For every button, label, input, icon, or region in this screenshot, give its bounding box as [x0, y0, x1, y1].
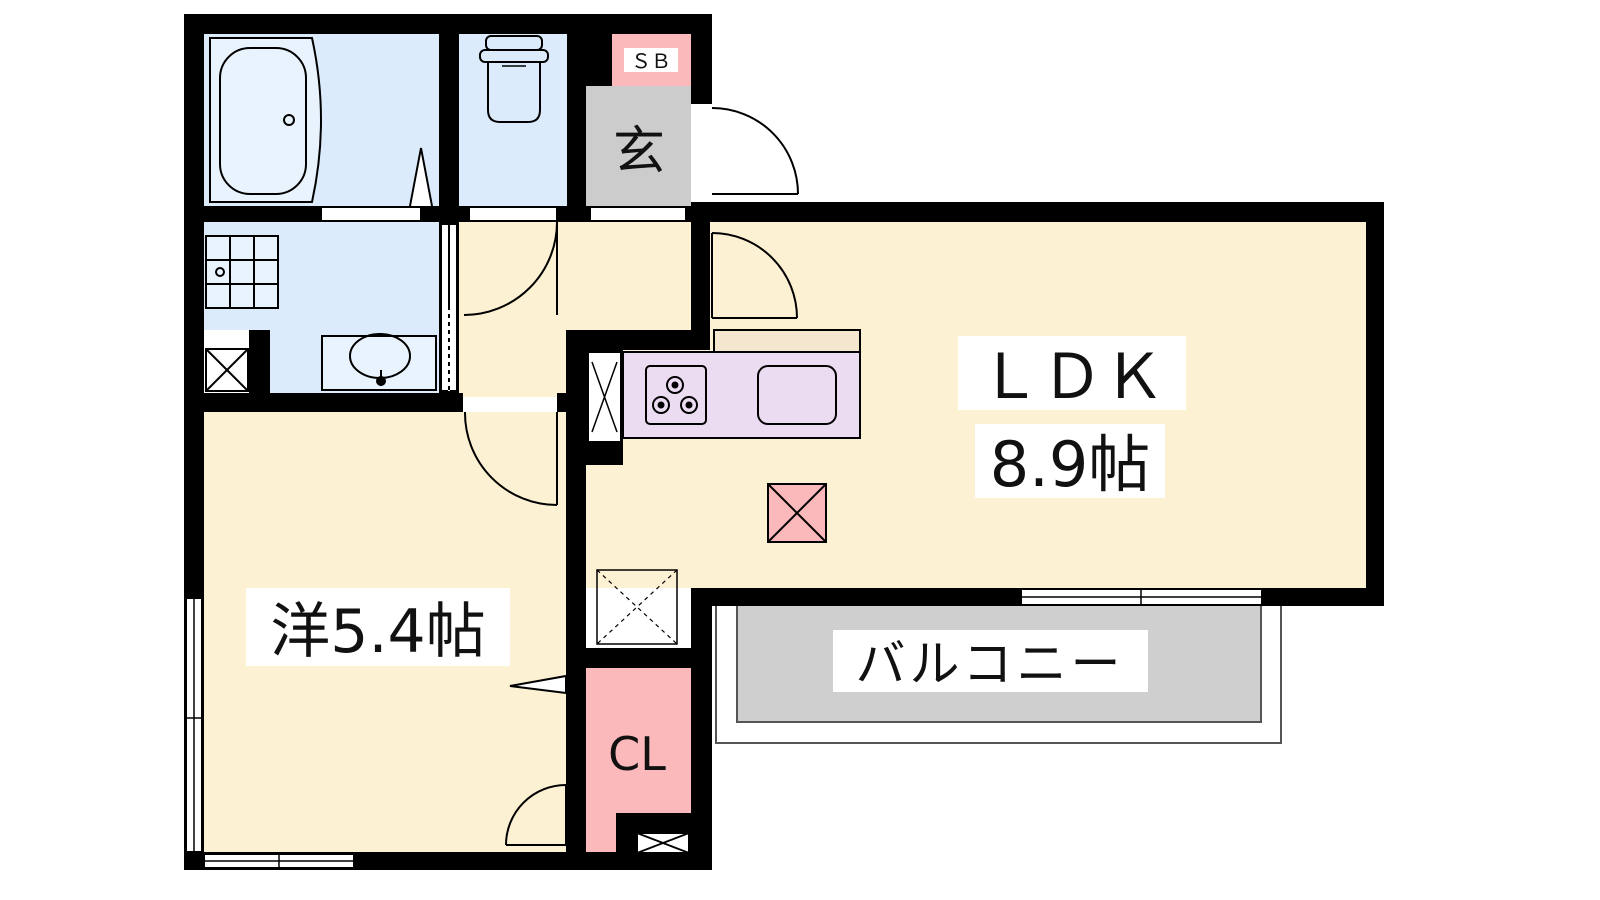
windows [185, 206, 1263, 869]
wall-row1-bottom-c [557, 206, 591, 222]
storage-space-icon [596, 569, 678, 645]
window-bath [320, 206, 422, 222]
wall-row1-bottom-a [204, 206, 321, 222]
ldk-floor-upper [710, 222, 720, 332]
shoe-box-label: ＳＢ [631, 49, 671, 73]
toilet-door [463, 221, 558, 316]
entrance-floor [586, 86, 691, 206]
closet-label: CL [608, 727, 666, 781]
wall-row1-bottom-b [421, 206, 469, 222]
window-hall-top [589, 206, 687, 222]
wall-central-top [566, 330, 710, 350]
closet-folding-door [509, 674, 583, 695]
wall-central-vertical [566, 330, 586, 870]
balcony-label: バルコニー [856, 635, 1125, 693]
closet-floor [586, 668, 691, 813]
fixtures [205, 35, 861, 854]
wall-hall-right [691, 222, 710, 350]
washroom-sliding-door [440, 223, 458, 392]
washbasin-icon [321, 333, 437, 391]
wall-bath-right [439, 34, 459, 222]
ldk-size-label: 8.9帖 [990, 428, 1151, 501]
wall-top-right-stub [691, 14, 712, 104]
entrance-label: 玄 [613, 122, 665, 182]
wall-outer-top [184, 14, 712, 34]
bath-folding-door [409, 147, 433, 207]
western-room-label: 洋5.4帖 [270, 597, 485, 667]
wall-ldk-bottom-left [691, 588, 1021, 606]
western-door [463, 411, 558, 506]
ldk-ventilation-icon [767, 483, 827, 543]
closet-floor-lower [586, 813, 616, 852]
wall-washroom-bottom [204, 393, 463, 412]
kitchen-counter-icon [622, 329, 861, 439]
refrigerator-space-icon [587, 351, 622, 443]
ldk-name-label: ＬＤＫ [979, 340, 1165, 413]
wall-ldk-bottom-right [1262, 588, 1384, 606]
washing-machine-icon [205, 235, 279, 309]
wall-entrance-bottom [686, 206, 712, 222]
wall-washroom-corner [249, 330, 270, 412]
toilet-icon [479, 35, 549, 123]
window-toilet [468, 206, 558, 222]
labels: ＬＤＫ 8.9帖 洋5.4帖 バルコニー 玄 ＳＢ CL [246, 48, 1186, 781]
wall-ldk-top [691, 202, 1384, 222]
entrance-door [711, 104, 799, 195]
ventilation-icon [205, 348, 249, 392]
closet-door [505, 784, 567, 846]
toilet-floor [459, 34, 567, 206]
walls [184, 14, 1384, 870]
ldk-door [711, 232, 798, 319]
bathtub-icon [209, 37, 322, 203]
wall-toilet-right [567, 34, 586, 222]
closet-vent-icon [636, 832, 690, 854]
wall-closet-top [566, 648, 712, 668]
wall-ldk-right [1366, 202, 1384, 606]
doors [409, 104, 799, 846]
